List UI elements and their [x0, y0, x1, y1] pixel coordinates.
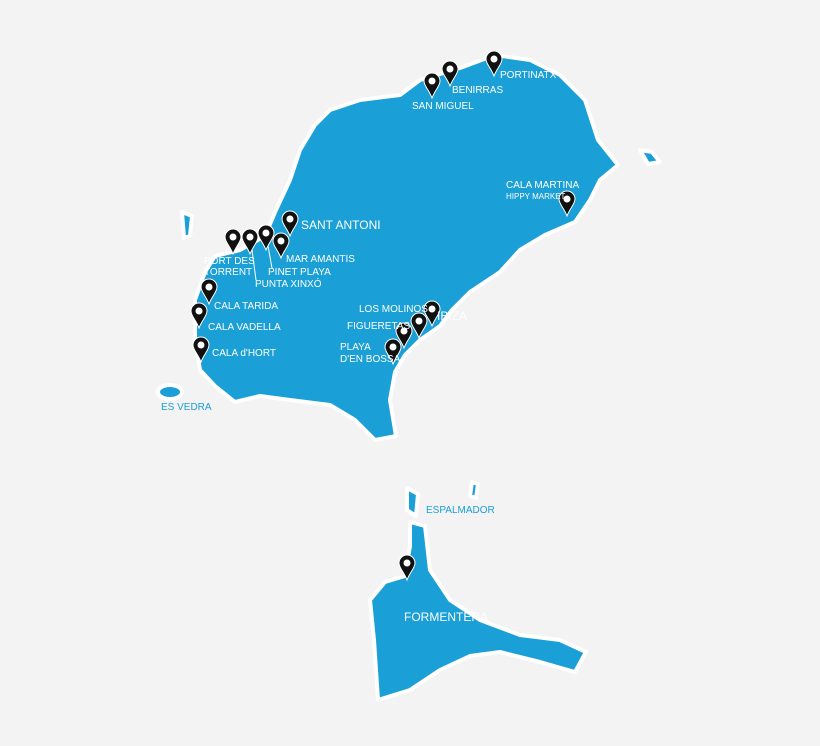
- leader-line: [251, 249, 257, 281]
- islands: [156, 53, 662, 702]
- label-mar-amantis: MAR AMANTIS: [286, 254, 355, 265]
- map-pin-icon[interactable]: [272, 232, 290, 260]
- map-pin-icon[interactable]: [410, 312, 428, 340]
- island-ibiza: [193, 53, 620, 442]
- islet-espalmador-east: [468, 480, 480, 500]
- map-pin-icon[interactable]: [200, 278, 218, 306]
- label-cala-dhort: CALA d'HORT: [212, 348, 276, 359]
- labels: PORTINATX BENIRRAS SAN MIGUEL CALA MARTI…: [161, 70, 579, 624]
- map-pin-icon[interactable]: [398, 554, 416, 582]
- label-cala-tarida: CALA TARIDA: [214, 301, 278, 312]
- island-es-vedra: [156, 383, 184, 401]
- label-hippy-market: HIPPY MARKET: [506, 192, 566, 201]
- label-cala-vadella: CALA VADELLA: [208, 322, 281, 333]
- label-torrent: TORRENT: [204, 267, 252, 278]
- label-formentera: FORMENTERA: [404, 610, 488, 624]
- island-espalmador: [405, 486, 420, 518]
- map-pin-hole: [205, 283, 213, 291]
- map-pin-hole: [246, 233, 254, 241]
- leader-line: [267, 245, 273, 269]
- map-pin-hole: [197, 341, 205, 349]
- label-pinet-playa: PINET PLAYA: [268, 267, 331, 278]
- map-pin-icon[interactable]: [224, 228, 242, 256]
- island-formentera: [368, 520, 588, 702]
- map-pin-icon[interactable]: [192, 336, 210, 364]
- label-playa: PLAYA: [340, 342, 371, 353]
- label-cala-martina: CALA MARTINA: [506, 180, 579, 191]
- map-pin-hole: [415, 317, 423, 325]
- map-pin-icon[interactable]: [423, 72, 441, 100]
- map-pin-hole: [286, 215, 294, 223]
- map-pin-icon[interactable]: [558, 190, 576, 218]
- label-ibiza: IBIZA: [437, 309, 467, 323]
- map-pin-icon[interactable]: [384, 338, 402, 366]
- label-sant-antoni: SANT ANTONI: [301, 218, 381, 232]
- map-pin-icon[interactable]: [281, 210, 299, 238]
- map-pin-hole: [195, 307, 203, 315]
- label-es-vedra: ES VEDRA: [161, 402, 212, 413]
- map-pin-icon[interactable]: [241, 228, 259, 256]
- map-pin-icon[interactable]: [485, 50, 503, 78]
- label-los-molinos: LOS MOLINOS: [359, 304, 428, 315]
- map-pin-hole: [446, 65, 454, 73]
- label-benirras: BENIRRAS: [452, 85, 503, 96]
- map-pin-icon[interactable]: [423, 300, 441, 328]
- label-espalmador: ESPALMADOR: [426, 505, 495, 516]
- map-pin-icon[interactable]: [257, 224, 275, 252]
- map-pin-icon[interactable]: [395, 322, 413, 350]
- label-san-miguel: SAN MIGUEL: [412, 101, 474, 112]
- map-pin-hole: [262, 229, 270, 237]
- map-pin-hole: [389, 343, 397, 351]
- map-pin-icon[interactable]: [190, 302, 208, 330]
- islet-west: [180, 210, 194, 240]
- map-pin-hole: [277, 237, 285, 245]
- map-pin-hole: [400, 327, 408, 335]
- markers: [190, 50, 576, 582]
- map-pin-hole: [403, 559, 411, 567]
- islet-north-east: [638, 148, 662, 166]
- label-port-des: PORT DES: [204, 256, 255, 267]
- label-portinatx: PORTINATX: [500, 70, 557, 81]
- label-figueretas: FIGUERETAS: [347, 321, 410, 332]
- map-pin-icon[interactable]: [441, 60, 459, 88]
- label-punta-xinxo: PUNTA XINXÓ: [255, 277, 322, 290]
- map-pin-hole: [490, 55, 498, 63]
- map-pin-hole: [428, 305, 436, 313]
- label-den-bossa: D'EN BOSSA: [340, 354, 401, 365]
- map-pin-hole: [563, 195, 571, 203]
- map-pin-hole: [229, 233, 237, 241]
- map-pin-hole: [428, 77, 436, 85]
